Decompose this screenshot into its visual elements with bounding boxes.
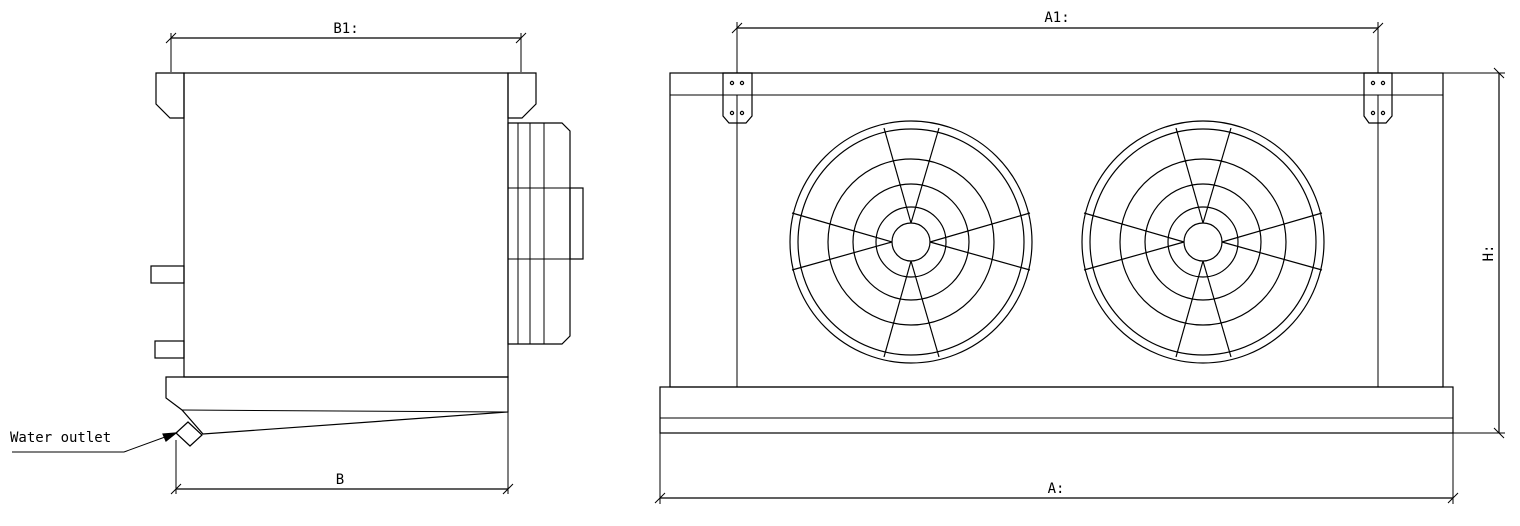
dimension-label-a: A: xyxy=(1048,481,1065,497)
dimension-a1: A1: xyxy=(731,10,1384,73)
fan-guard-right xyxy=(1081,120,1325,364)
outlet-pipe-stub xyxy=(154,340,185,359)
right-hanger-bracket xyxy=(1363,72,1393,124)
side-body xyxy=(183,72,509,378)
fan-guard-left xyxy=(789,120,1033,364)
dimension-label-h: H: xyxy=(1481,245,1497,262)
dimension-b1: B1: xyxy=(165,21,527,72)
dimension-h: H: xyxy=(1443,67,1505,439)
inlet-pipe-stub xyxy=(150,265,185,284)
dimension-a: A: xyxy=(654,433,1459,504)
drain-nozzle xyxy=(175,421,203,447)
left-mounting-bracket xyxy=(155,72,185,119)
left-hanger-bracket xyxy=(722,72,753,124)
front-view: A1: xyxy=(654,10,1505,504)
dimension-label-b: B xyxy=(336,472,344,488)
fan-housing-side xyxy=(507,122,584,345)
drip-tray xyxy=(165,376,509,435)
dimension-label-a1: A1: xyxy=(1044,10,1069,26)
dimension-b: B xyxy=(170,412,514,495)
front-housing xyxy=(669,72,1444,388)
water-outlet-callout: Water outlet xyxy=(10,430,178,453)
side-view: B1: Water xyxy=(10,21,584,495)
front-drip-tray xyxy=(659,386,1454,434)
right-mounting-bracket xyxy=(507,72,537,119)
water-outlet-label: Water outlet xyxy=(10,430,111,446)
dimension-label-b1: B1: xyxy=(333,21,358,37)
